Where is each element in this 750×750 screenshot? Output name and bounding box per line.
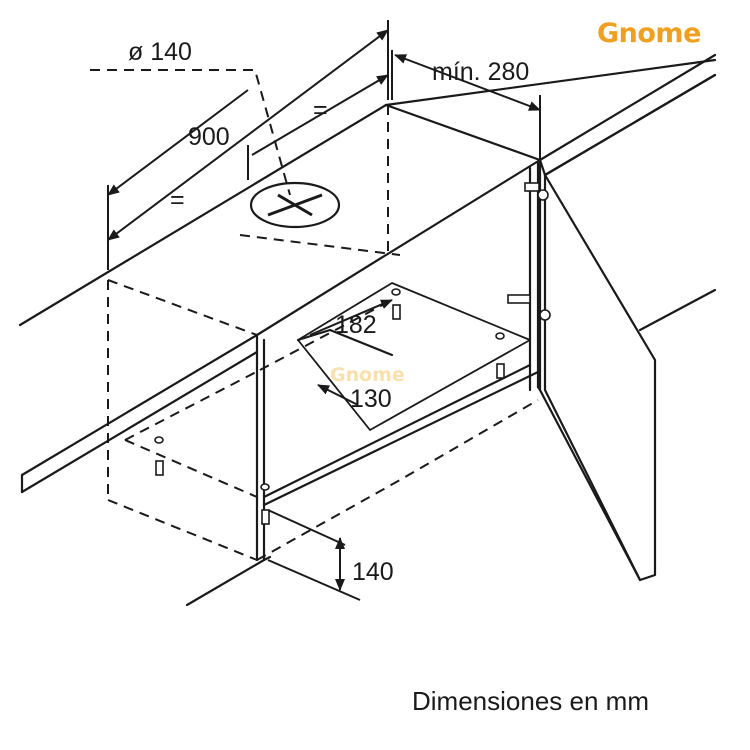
units-caption: Dimensiones en mm [412, 686, 649, 716]
label-min-depth: mín. 280 [432, 58, 529, 86]
hidden-bottom-left [107, 499, 258, 561]
label-cutout-depth: 130 [350, 385, 392, 413]
wall-right-bottom [638, 288, 717, 332]
label-height: 140 [352, 558, 394, 586]
dim-width-line [107, 29, 389, 241]
label-cutout-width: 182 [335, 311, 377, 339]
cabinet-bottom-front [262, 363, 532, 499]
label-equal-left: = [170, 186, 185, 214]
hidden-cross-line [239, 234, 401, 256]
wall-line-right [538, 53, 717, 162]
shelf-panel [297, 282, 531, 431]
shelf-front-left [20, 350, 259, 494]
cabinet-door [538, 158, 657, 582]
ext-height-bottom [267, 559, 361, 601]
cabinet-top-side-edge [384, 103, 542, 162]
label-duct-diameter: ø 140 [128, 38, 192, 66]
hidden-shelf-back [259, 299, 393, 371]
screw-icon [154, 436, 164, 476]
dim-cutout-depth [317, 384, 359, 406]
duct-cross-b [277, 193, 313, 217]
brand-logo: Gnome [597, 18, 701, 49]
hidden-bottom-back [256, 399, 539, 561]
hidden-shelf-left [124, 369, 261, 441]
hidden-top-left [107, 279, 258, 336]
screw-icon [260, 483, 270, 525]
dim-half-right [251, 74, 389, 156]
hinge-icon [507, 182, 551, 321]
screw-icon [495, 332, 505, 379]
cabinet-floor-line [185, 555, 272, 607]
screw-icon [391, 288, 401, 320]
brand-watermark: Gnome [330, 364, 405, 386]
hidden-shelf-front [124, 439, 258, 498]
label-equal-right: = [313, 96, 328, 124]
dim-depth-line [394, 54, 541, 111]
wall-right-top [543, 73, 717, 177]
label-width: 900 [188, 123, 230, 151]
shelf-cutout [296, 328, 394, 357]
ext-height-top [267, 509, 346, 546]
dim-half-left [107, 89, 249, 196]
cabinet-door-inner [543, 173, 642, 582]
dim-cutout-width [309, 299, 393, 336]
cabinet-bottom-front-2 [262, 370, 540, 507]
cabinet-top-front-edge [20, 158, 542, 477]
